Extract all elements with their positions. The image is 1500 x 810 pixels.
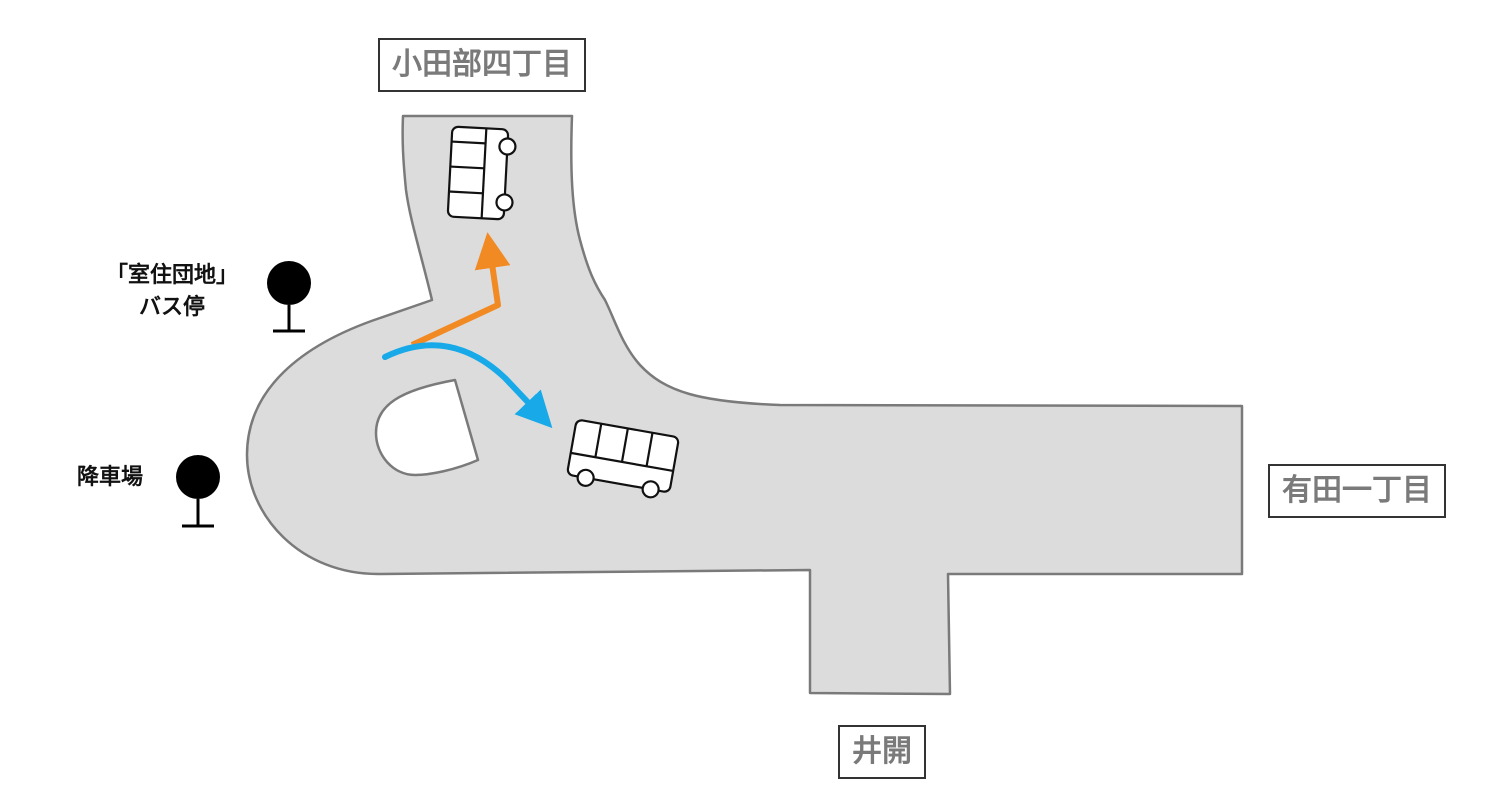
bus-icon <box>446 125 517 221</box>
route-arrow-east <box>382 342 553 429</box>
bus-stop-label: 「室住団地」 バス停 <box>102 260 242 324</box>
route-arrow-north <box>410 232 511 348</box>
bus-stop-pole-icon <box>267 261 311 333</box>
destination-label-south: 井開 <box>838 725 926 779</box>
destination-label-east: 有田一丁目 <box>1268 464 1446 518</box>
drop-off-label: 降車場 <box>76 465 143 490</box>
bus-stop-label-line1: 「室住団地」 <box>105 263 238 288</box>
destination-label-north: 小田部四丁目 <box>378 38 586 92</box>
bus-stop-label-line2: バス停 <box>138 295 205 320</box>
bus-icon <box>566 419 680 499</box>
drop-off-pole-icon <box>176 455 220 528</box>
traffic-island <box>374 378 480 477</box>
